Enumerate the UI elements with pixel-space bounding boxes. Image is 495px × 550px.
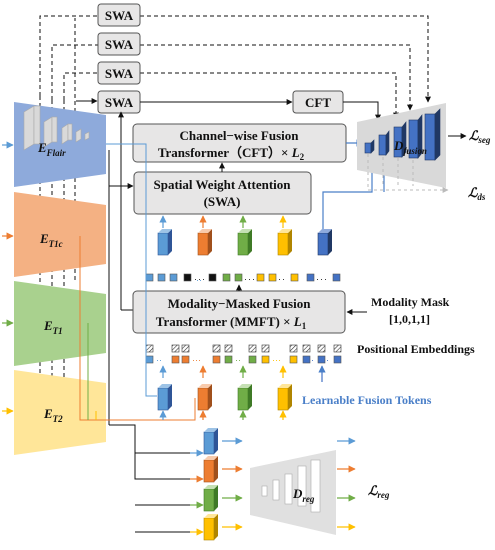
encoder-t1: ET1 xyxy=(14,281,106,366)
decoder-reg: Dreg xyxy=(250,450,336,535)
upper-token-fusion xyxy=(317,229,332,256)
upper-token-row xyxy=(145,273,341,282)
decoder-fusion-label: Dfusion xyxy=(393,138,427,156)
loss-reg: ℒreg xyxy=(368,483,390,500)
loss-seg: ℒseg xyxy=(469,128,491,145)
loss-ds: ℒds xyxy=(468,185,486,202)
encoder-t1c: ET1c xyxy=(14,192,106,277)
svg-text:···: ··· xyxy=(192,355,201,365)
upper-token-orange xyxy=(197,215,212,256)
upper-token-yellow xyxy=(277,215,292,256)
positional-embeddings-row xyxy=(145,344,342,353)
modality-mask-value: [1,0,1,1] xyxy=(389,312,430,326)
positional-embeddings-label: Positional Embeddings xyxy=(357,342,475,356)
svg-text:···: ··· xyxy=(244,274,256,284)
lower-token-yellow xyxy=(277,384,292,411)
encoder-t2-label: ET2 xyxy=(43,406,63,424)
svg-text:·: · xyxy=(326,355,329,365)
decoder-reg-label: Dreg xyxy=(292,486,315,504)
svg-text:···: ··· xyxy=(316,274,328,284)
encoder-t1-label: ET1 xyxy=(43,318,63,336)
svg-text:··: ·· xyxy=(235,355,241,365)
svg-text:···: ··· xyxy=(272,355,281,365)
cft-line2: Transformer（CFT）× L2 xyxy=(158,145,305,162)
upper-tokens xyxy=(157,215,332,256)
cft-small-label: CFT xyxy=(305,95,331,110)
mmft-line2: Transformer (MMFT) × L1 xyxy=(156,314,307,331)
svg-text:·: · xyxy=(311,355,314,365)
encoder-flair-label: EFlair xyxy=(37,140,66,158)
upper-token-blue xyxy=(157,215,172,256)
reg-tokens xyxy=(203,428,218,541)
reg-token-yellow xyxy=(203,514,218,541)
encoder-t1c-label: ET1c xyxy=(39,231,63,249)
reg-token-orange xyxy=(203,456,218,483)
learnable-tokens-label: Learnable Fusion Tokens xyxy=(302,393,432,407)
swa-label-1: SWA xyxy=(105,8,134,23)
cft-line1: Channel−wise Fusion xyxy=(179,128,299,143)
encoder-flair: EFlair xyxy=(14,102,106,187)
swa-stack: SWA SWA SWA SWA xyxy=(97,3,141,114)
svg-text:··: ·· xyxy=(196,275,202,285)
lower-token-blue xyxy=(157,384,172,411)
lower-tokens xyxy=(157,384,292,411)
svg-text:··: ·· xyxy=(278,274,286,284)
lower-token-green xyxy=(237,384,252,411)
swa-box-1 xyxy=(97,3,141,27)
swa-box-3 xyxy=(97,61,141,85)
svg-text:··: ·· xyxy=(156,355,162,365)
swa-label-3: SWA xyxy=(105,66,134,81)
swa-label-2: SWA xyxy=(105,37,134,52)
reg-token-blue xyxy=(203,428,218,455)
encoder-t2: ET2 xyxy=(14,370,106,455)
lower-token-orange xyxy=(197,384,212,411)
swa-main-line2: (SWA) xyxy=(204,194,241,209)
swa-label-4: SWA xyxy=(105,95,134,110)
svg-text:···: ··· xyxy=(194,274,206,284)
decoder-fusion: Dfusion xyxy=(357,103,446,188)
swa-main-line1: Spatial Weight Attention xyxy=(153,177,291,192)
reg-token-green xyxy=(203,485,218,512)
mmft-line1: Modality−Masked Fusion xyxy=(168,296,312,311)
upper-token-dots: ·· xyxy=(196,275,202,285)
modality-mask-label: Modality Mask xyxy=(371,295,450,309)
swa-box-2 xyxy=(97,32,141,56)
lower-token-row xyxy=(145,355,342,364)
upper-token-green xyxy=(237,215,252,256)
